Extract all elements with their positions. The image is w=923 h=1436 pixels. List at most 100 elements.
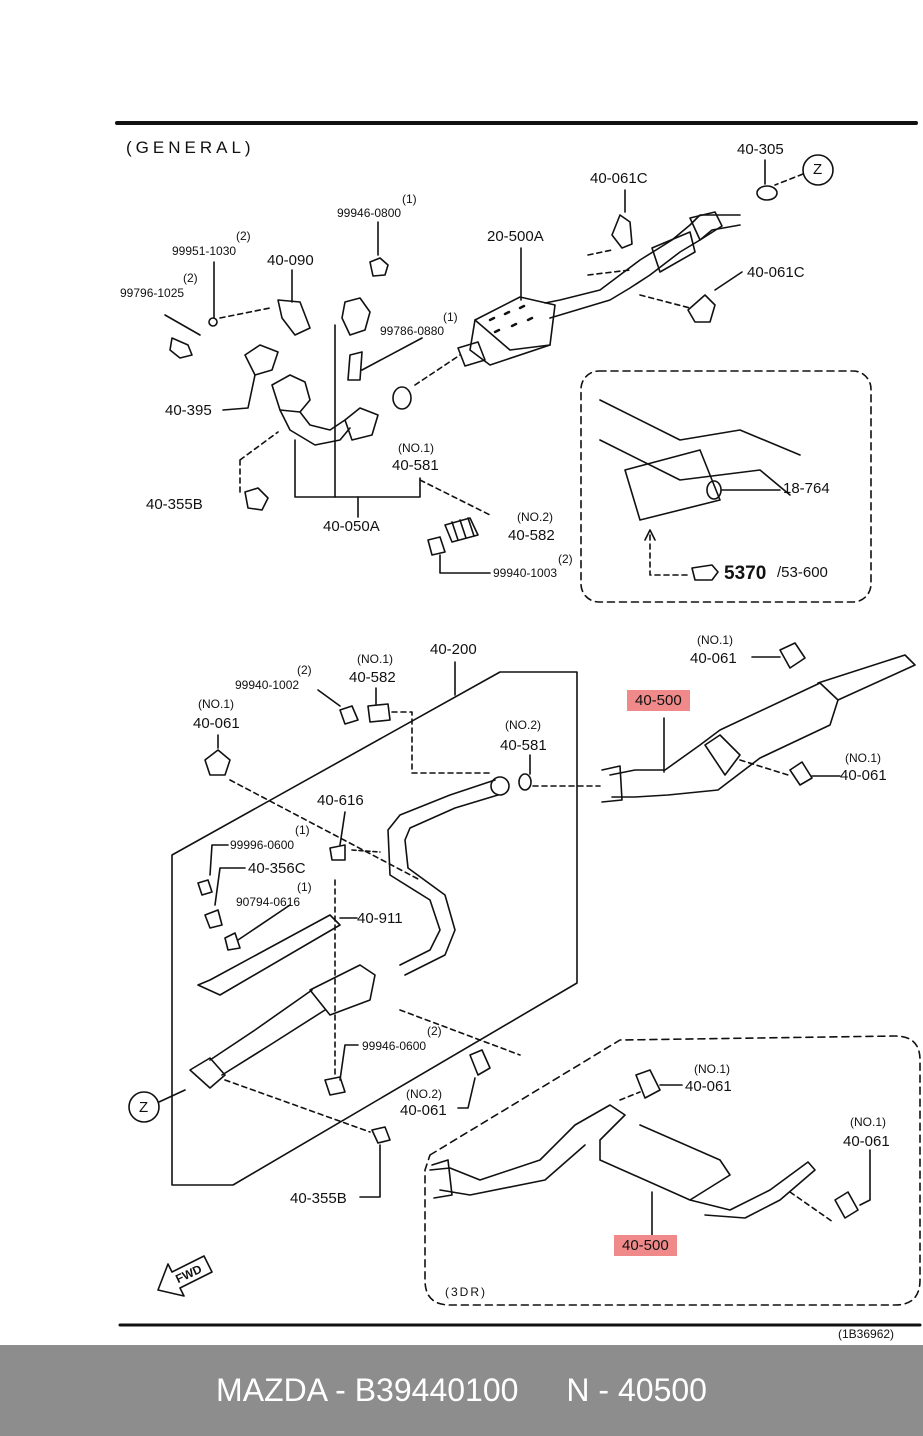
label-40-500-top-highlight: 40-500 (627, 690, 690, 711)
nut-99940-1002 (339, 705, 359, 725)
center-pipe-lower (404, 794, 499, 976)
hanger-40-061-3a (635, 1069, 661, 1099)
dash-hanger-left (229, 779, 421, 881)
no-40-061-left: (NO.1) (198, 697, 234, 711)
label-90794-0616: 90794-0616 (236, 895, 301, 909)
qty-90794-0616: (1) (297, 880, 312, 894)
leader-z-top (774, 173, 804, 186)
hanger-40-061-left (204, 749, 231, 776)
gasket-40-581-no1 (392, 386, 412, 410)
manifold-outlet-flange (344, 407, 379, 441)
hand-icon (691, 564, 719, 581)
outline-40-200 (171, 671, 578, 1186)
qty-99996-0600: (1) (295, 823, 310, 837)
no-40-582-no1: (NO.1) (357, 652, 393, 666)
leader-90794-0616 (237, 904, 291, 941)
footer-number: N - 40500 (566, 1372, 707, 1408)
front-pipe-middle (209, 989, 326, 1076)
center-pipe-flange (490, 776, 510, 796)
clamp-40-356c (204, 909, 223, 929)
no-40-581-no1: (NO.1) (398, 441, 434, 455)
footer-bar: MAZDA - B39440100 N - 40500 (0, 1345, 923, 1436)
dash-hanger-3b (789, 1191, 834, 1223)
spring-40-582-no1 (367, 703, 391, 723)
muffler-3dr-lower (439, 1144, 586, 1196)
no-40-582-no2: (NO.2) (517, 510, 553, 524)
washer-99951-1030 (208, 317, 218, 327)
label-40-581-no2: 40-581 (500, 737, 547, 754)
nut-99946-0800 (369, 257, 389, 277)
spring-coils (451, 517, 475, 541)
qty-99940-1002: (2) (297, 663, 312, 677)
bracket-40-090 (277, 299, 311, 336)
inset-body-lines (599, 399, 801, 496)
label-40-200: 40-200 (430, 641, 477, 658)
manifold-pipe-inner (299, 411, 346, 431)
front-flange (189, 1057, 226, 1089)
label-z-bottom: Z (139, 1099, 149, 1116)
leader-99940-1003 (439, 554, 491, 574)
no-40-061-no2: (NO.2) (406, 1087, 442, 1101)
sensor-40-616 (329, 844, 346, 861)
label-99946-0800: 99946-0800 (337, 206, 402, 220)
leader-40-061c-right (714, 271, 743, 291)
leader-hanger-right-dash (639, 294, 691, 309)
diagram-reference: (1B36962) (838, 1327, 895, 1341)
rubber-18-764 (706, 480, 722, 500)
footer-brand-part: MAZDA - B39440100 (216, 1372, 519, 1408)
dash-hanger-3a (619, 1091, 641, 1101)
label-40-090: 40-090 (267, 252, 314, 269)
label-40-061c-top: 40-061C (590, 170, 648, 187)
leader-99946-0600 (339, 1044, 359, 1081)
leader-hanger-top-dash (587, 249, 631, 276)
qty-99940-1003: (2) (558, 552, 573, 566)
label-40-500-bottom-highlight: 40-500 (614, 1235, 677, 1256)
dash-hanger-r (739, 759, 789, 776)
inset-3dr (424, 1035, 921, 1306)
label-40-305: 40-305 (737, 141, 784, 158)
hanger-40-061-r (789, 761, 813, 786)
label-5370: 5370 (724, 563, 767, 584)
label-40-355b-bottom: 40-355B (290, 1190, 347, 1207)
label-53-600: /53-600 (777, 564, 828, 581)
hanger-40-061-3b (834, 1191, 859, 1219)
manifold-flange (271, 374, 311, 413)
cat-flange (457, 341, 486, 367)
bracket (341, 297, 371, 336)
arrow-5370 (644, 529, 656, 541)
no-40-061-r: (NO.1) (845, 751, 881, 765)
label-99996-0600: 99996-0600 (230, 838, 295, 852)
no-40-061-3dr-b: (NO.1) (850, 1115, 886, 1129)
label-40-395: 40-395 (165, 402, 212, 419)
nut-99946-0600 (324, 1076, 346, 1096)
fwd-arrow (157, 1255, 213, 1297)
inset-box (580, 370, 872, 603)
hanger-40-061-no2 (469, 1049, 491, 1076)
cat-texture (488, 304, 534, 334)
flange-front (689, 211, 723, 241)
label-99946-0600: 99946-0600 (362, 1039, 427, 1053)
leader-gasket-dash (414, 354, 461, 386)
label-40-061-3dr-a: 40-061 (685, 1078, 732, 1095)
leader-40-356c (214, 867, 246, 906)
hanger-40-061c-top (611, 214, 633, 249)
bolt-99796-1025 (164, 314, 201, 359)
label-20-500a: 20-500A (487, 228, 544, 245)
leader-40-395 (222, 374, 256, 411)
leader-99996-0600 (209, 844, 229, 876)
gasket-40-581-no2 (518, 773, 532, 791)
nut-99940-1003 (427, 536, 446, 556)
label-40-582-no1: 40-582 (349, 669, 396, 686)
label-40-061-3dr-b: 40-061 (843, 1133, 890, 1150)
muffler-front-cap (704, 734, 741, 776)
manifold-pipe (279, 409, 351, 446)
label-18-764: 18-764 (783, 480, 830, 497)
leader-bolt-dash (219, 307, 271, 319)
z-callout-circle-top (802, 154, 834, 186)
leader-40-616 (339, 811, 346, 846)
cat-edge (474, 319, 551, 351)
gasket-40-395 (244, 344, 279, 376)
leader-40-061-3b (859, 1149, 871, 1206)
nut-40-355b-top (244, 487, 269, 511)
label-99940-1002: 99940-1002 (235, 678, 300, 692)
